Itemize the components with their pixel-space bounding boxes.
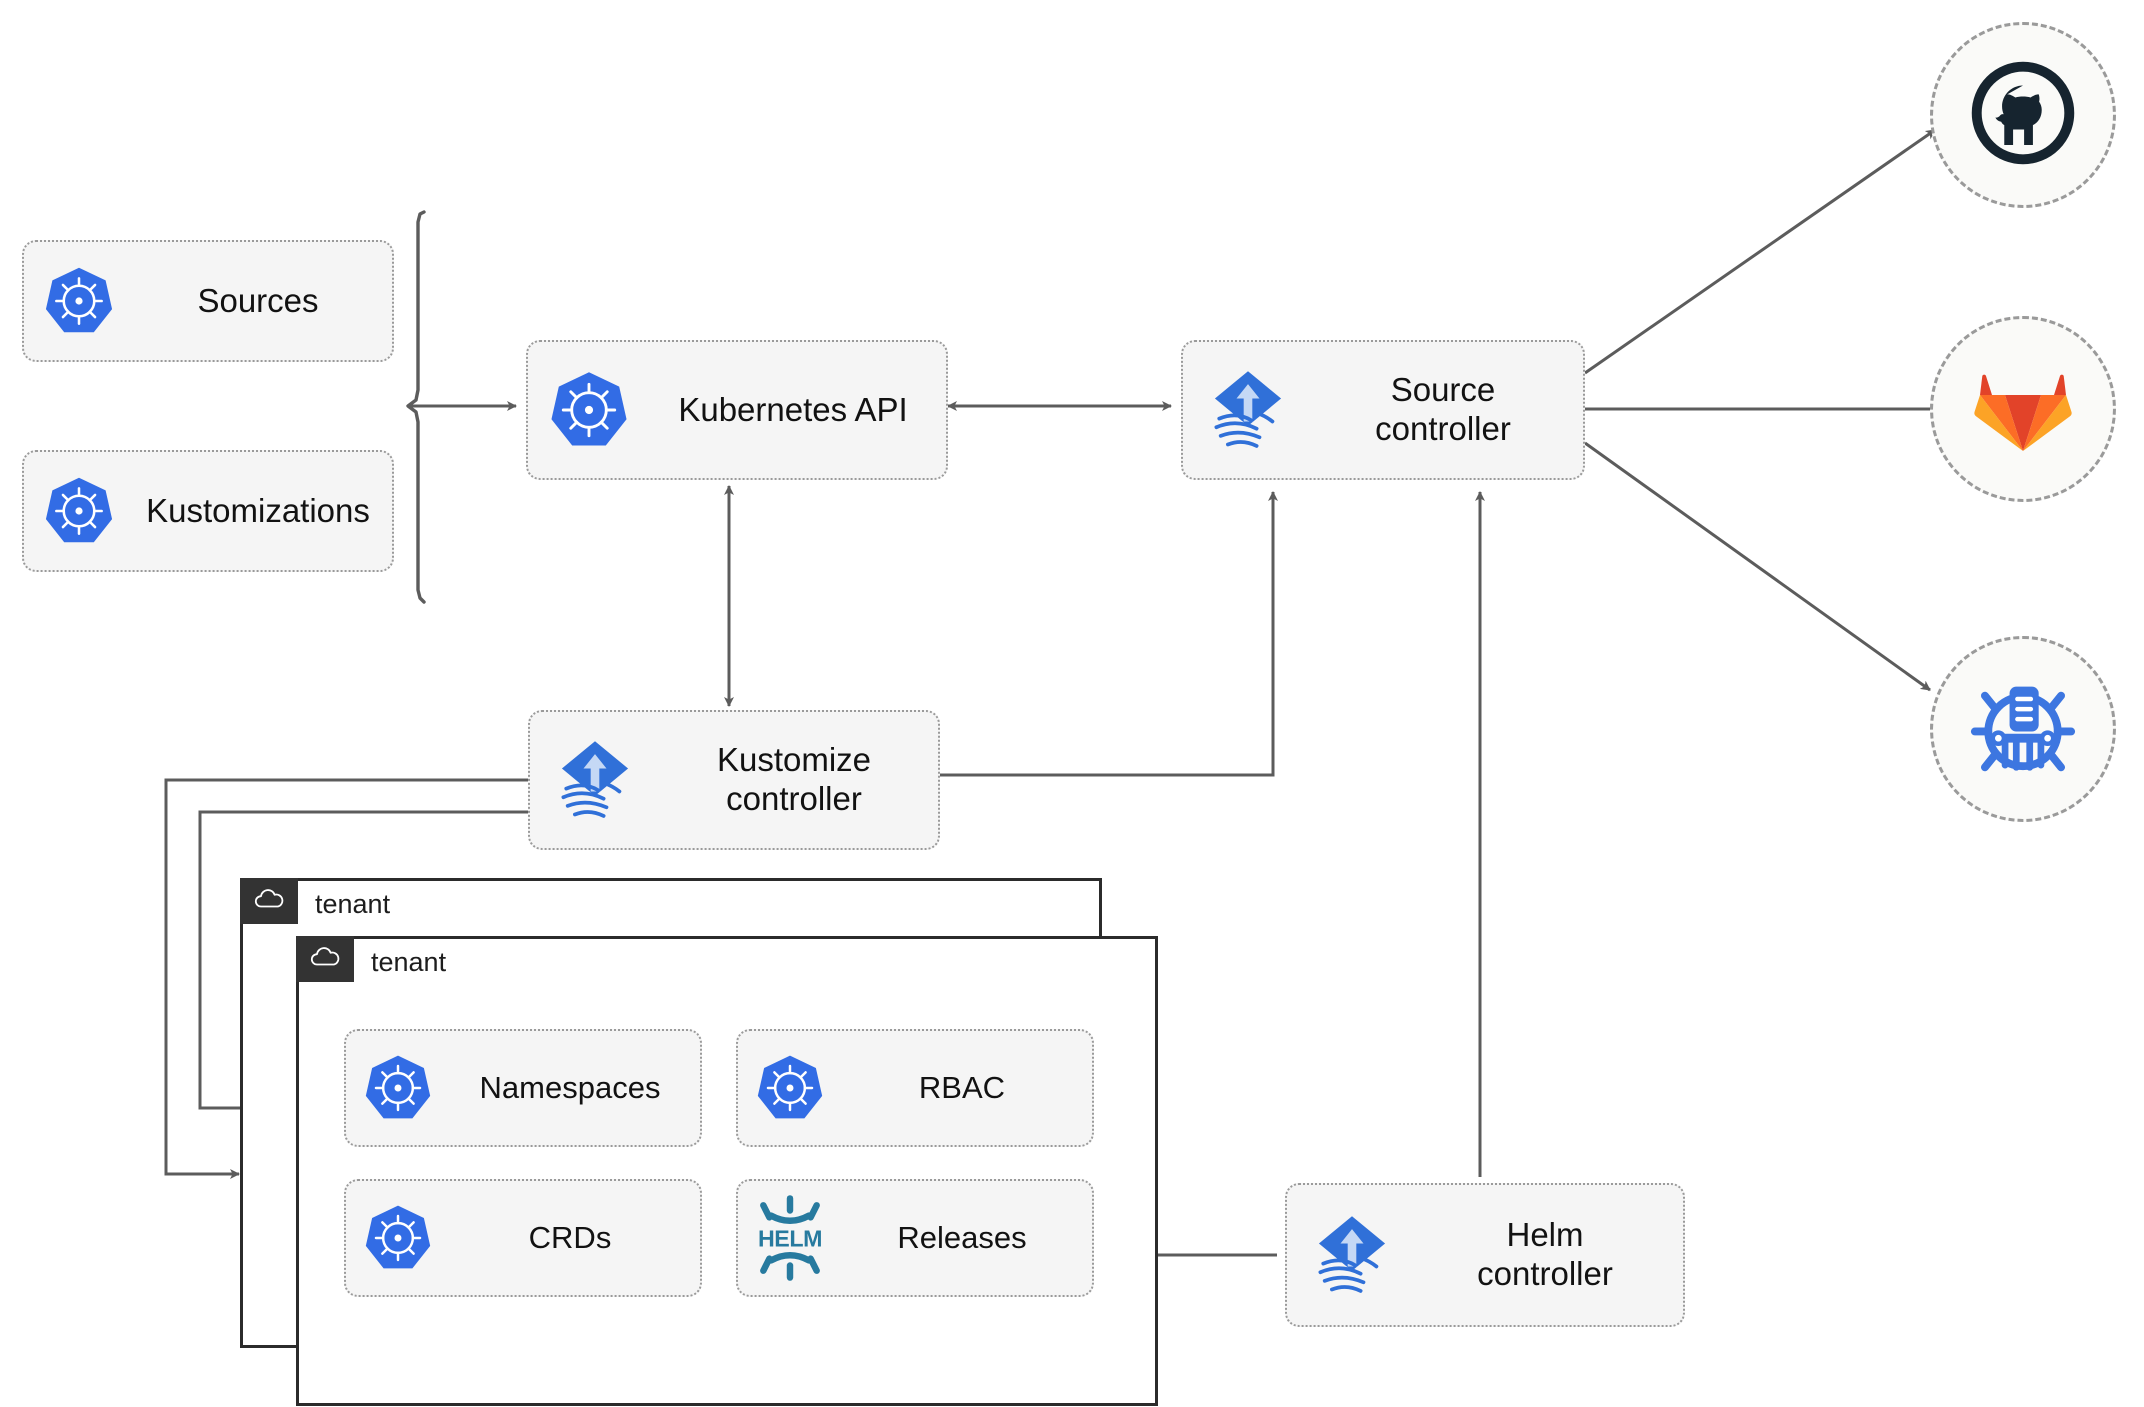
provider-helm-repository[interactable]	[1930, 636, 2116, 822]
kubernetes-icon	[528, 349, 650, 471]
tenant-tab	[296, 936, 354, 982]
cloud-icon	[309, 946, 341, 973]
node-label: CRDs	[528, 1219, 612, 1255]
node-label: Namespaces	[479, 1069, 661, 1105]
kubernetes-icon	[24, 456, 134, 566]
tenant-label: tenant	[315, 889, 391, 919]
kubernetes-icon	[738, 1036, 842, 1140]
helm-repository-icon	[1967, 671, 2079, 788]
node-namespaces[interactable]: Namespaces	[344, 1029, 702, 1147]
gitlab-icon	[1973, 359, 2073, 460]
tenant-label: tenant	[371, 947, 447, 977]
node-label: Kustomizations	[146, 491, 370, 529]
flux-icon	[1183, 351, 1313, 469]
kubernetes-icon	[346, 1186, 450, 1290]
node-source-controller[interactable]: Source controller	[1181, 340, 1585, 480]
node-releases[interactable]: HELM Releases	[736, 1179, 1094, 1297]
cloud-icon	[253, 888, 285, 915]
kubernetes-icon	[346, 1036, 450, 1140]
kubernetes-icon	[24, 246, 134, 356]
node-rbac[interactable]: RBAC	[736, 1029, 1094, 1147]
node-helm-controller[interactable]: Helm controller	[1285, 1183, 1685, 1327]
flux-icon	[1287, 1195, 1417, 1315]
node-label: Source controller	[1375, 371, 1511, 447]
node-label: Kustomize controller	[716, 741, 872, 817]
provider-gitlab[interactable]	[1930, 316, 2116, 502]
node-label: Helm controller	[1477, 1216, 1613, 1292]
helm-icon: HELM	[738, 1186, 842, 1290]
svg-text:HELM: HELM	[758, 1226, 822, 1252]
node-kustomizations[interactable]: Kustomizations	[22, 450, 394, 572]
github-icon	[1969, 59, 2077, 172]
node-label: RBAC	[918, 1069, 1006, 1105]
tenant-tab	[240, 878, 298, 924]
node-kustomize-controller[interactable]: Kustomize controller	[528, 710, 940, 850]
node-label: Sources	[197, 281, 319, 319]
provider-github[interactable]	[1930, 22, 2116, 208]
node-kubernetes-api[interactable]: Kubernetes API	[526, 340, 948, 480]
node-label: Kubernetes API	[678, 390, 908, 428]
flux-icon	[530, 721, 660, 839]
tenant-frame-inner: tenant Namespaces	[296, 936, 1158, 1406]
node-sources[interactable]: Sources	[22, 240, 394, 362]
node-label: Releases	[897, 1219, 1027, 1255]
node-crds[interactable]: CRDs	[344, 1179, 702, 1297]
